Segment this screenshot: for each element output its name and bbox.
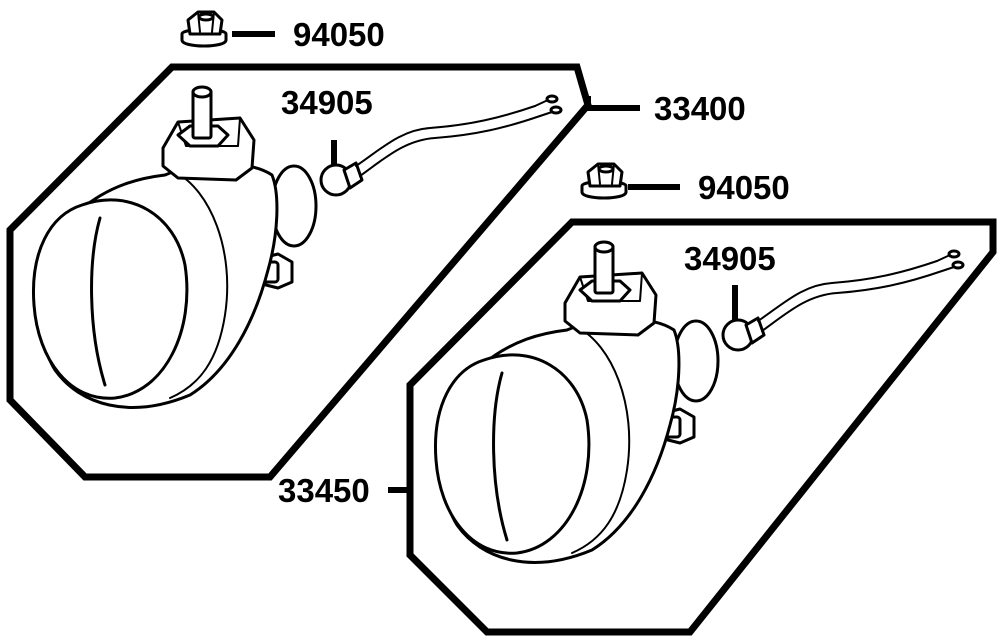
label-assembly-left: 33400 xyxy=(654,90,746,127)
assembly-frame-left xyxy=(6,63,592,481)
flange-nut-right xyxy=(580,162,628,200)
flange-nut-top xyxy=(180,10,228,48)
leader-assembly-left xyxy=(585,96,640,111)
label-nut-top: 94050 xyxy=(293,16,385,53)
label-bulb-left: 34905 xyxy=(281,84,373,121)
label-assembly-right: 33450 xyxy=(278,472,370,509)
label-nut-right: 94050 xyxy=(698,169,790,206)
assembly-frame-right xyxy=(406,218,997,636)
label-bulb-right: 34905 xyxy=(684,240,776,277)
turn-signal-lamp-right xyxy=(433,240,965,564)
